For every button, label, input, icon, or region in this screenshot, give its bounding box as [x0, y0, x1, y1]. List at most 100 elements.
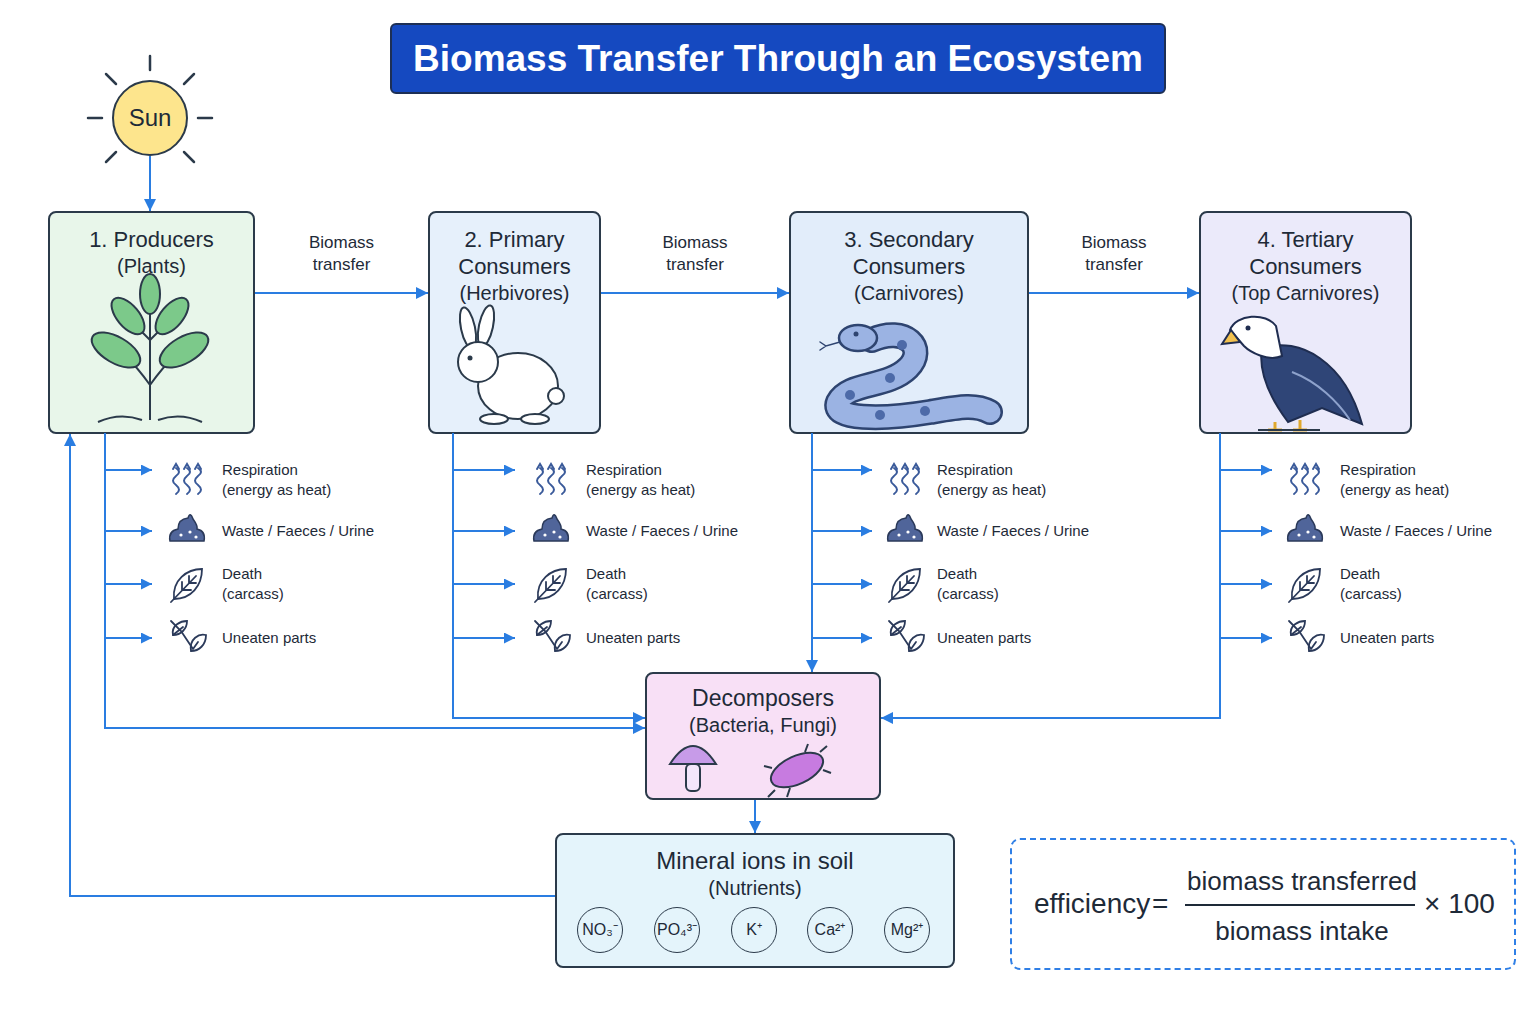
node-heading: Mineral ions in soil	[656, 847, 853, 875]
eagle-head	[1230, 317, 1282, 358]
loss-label: Respiration (energy as heat)	[222, 460, 340, 500]
flow-arrow	[105, 434, 645, 728]
rabbit-foot	[480, 414, 508, 424]
flow-arrow	[70, 434, 555, 896]
waste-icon	[1288, 515, 1323, 541]
branch-trunk	[105, 433, 1220, 640]
node-heading: 1. Producers	[89, 226, 214, 253]
ion-formula: K⁺	[746, 920, 762, 940]
snake-head	[839, 325, 877, 351]
snake-illustration	[820, 325, 990, 420]
loss-label: Respiration (energy as heat)	[937, 460, 1055, 500]
loss-label: Death (carcass)	[222, 564, 302, 604]
plant-leaf	[86, 325, 146, 375]
sun-ray	[106, 152, 116, 162]
plant-leaf	[149, 292, 194, 340]
loss-label: Waste / Faeces / Urine	[1340, 521, 1492, 541]
node-subtitle: (Top Carnivores)	[1232, 280, 1380, 306]
producer-box: 1. Producers(Plants)	[48, 211, 255, 434]
branch-arrow	[453, 469, 515, 471]
waste-icon	[170, 515, 205, 541]
ion-formula: NO₃⁻	[582, 920, 618, 940]
loss-label: Uneaten parts	[937, 628, 1031, 648]
uneaten-icon	[889, 621, 924, 651]
death-icon	[535, 569, 566, 602]
branch-arrow	[1220, 469, 1272, 471]
rabbit-body	[478, 353, 558, 419]
branch-arrow	[453, 530, 515, 532]
ion-formula: Ca²⁺	[815, 920, 846, 940]
formula-term: efficiency	[1034, 886, 1150, 922]
rabbit-illustration	[457, 304, 564, 424]
title-banner: Biomass Transfer Through an Ecosystem	[390, 23, 1166, 94]
uneaten-icon	[535, 621, 570, 651]
branch-arrow	[105, 469, 152, 471]
loss-label: Waste / Faeces / Urine	[937, 521, 1089, 541]
branch-arrow	[1220, 583, 1272, 585]
uneaten-icon	[171, 621, 206, 651]
loss-label: Respiration (energy as heat)	[1340, 460, 1458, 500]
loss-icons	[170, 464, 1324, 651]
loss-label: Death (carcass)	[1340, 564, 1420, 604]
branch-arrow	[105, 637, 152, 639]
branch-arrow	[453, 637, 515, 639]
respiration-icon	[891, 464, 919, 494]
branch-arrow	[1220, 637, 1272, 639]
snake-spot	[845, 390, 855, 400]
edge-label: Biomass transfer	[292, 232, 392, 276]
tertiary-consumer-box: 4. Tertiary Consumers(Top Carnivores)	[1199, 211, 1412, 434]
respiration-icon	[173, 464, 201, 494]
death-icon	[889, 569, 920, 602]
ion-circle: K⁺	[731, 907, 777, 953]
formula-numerator: biomass transferred	[1172, 864, 1432, 898]
formula-operator: =	[1152, 886, 1168, 922]
sun-circle: Sun	[112, 80, 188, 156]
primary-consumer-box: 2. Primary Consumers(Herbivores)	[428, 211, 601, 434]
node-subtitle: (Carnivores)	[854, 280, 964, 306]
snake-spot	[885, 373, 895, 383]
formula-multiplier: × 100	[1424, 886, 1495, 922]
branch-arrow	[812, 583, 872, 585]
waste-icon	[888, 515, 923, 541]
flow-arrow	[149, 156, 151, 211]
eagle-beak	[1222, 330, 1240, 344]
flow-arrow	[754, 800, 756, 833]
plant-leaf	[140, 274, 160, 314]
decomposer-box: Decomposers(Bacteria, Fungi)	[645, 672, 881, 800]
uneaten-icon	[1289, 621, 1324, 651]
sun-label: Sun	[129, 104, 172, 132]
respiration-icon	[1291, 464, 1319, 494]
eagle-eye	[1246, 326, 1251, 331]
sun-rays	[88, 56, 212, 162]
node-heading: 3. Secondary Consumers	[803, 226, 1015, 280]
loss-label: Waste / Faeces / Urine	[586, 521, 738, 541]
ion-formula: Mg²⁺	[891, 920, 924, 940]
branch-arrow	[1220, 530, 1272, 532]
sun-ray	[184, 152, 194, 162]
branch-arrow	[105, 530, 152, 532]
edge-label: Biomass transfer	[645, 232, 745, 276]
snake-eye	[854, 332, 859, 337]
node-subtitle: (Herbivores)	[459, 280, 569, 306]
node-heading: Decomposers	[692, 684, 834, 712]
flow-arrow	[881, 434, 1220, 718]
sun-ray	[106, 74, 116, 84]
sun-ray	[149, 56, 152, 70]
node-heading: 2. Primary Consumers	[442, 226, 587, 280]
rabbit-head	[458, 342, 498, 382]
rabbit-tail	[548, 388, 564, 404]
eagle-body	[1261, 345, 1362, 424]
loss-label: Uneaten parts	[586, 628, 680, 648]
respiration-icon	[537, 464, 565, 494]
ion-circle: Ca²⁺	[807, 907, 853, 953]
branch-arrow	[812, 469, 872, 471]
eagle-wing-line	[1292, 372, 1350, 420]
plant-illustration	[86, 274, 214, 422]
formula-denominator: biomass intake	[1172, 914, 1432, 948]
plant-leaf	[154, 325, 214, 375]
snake-spot	[897, 340, 907, 350]
